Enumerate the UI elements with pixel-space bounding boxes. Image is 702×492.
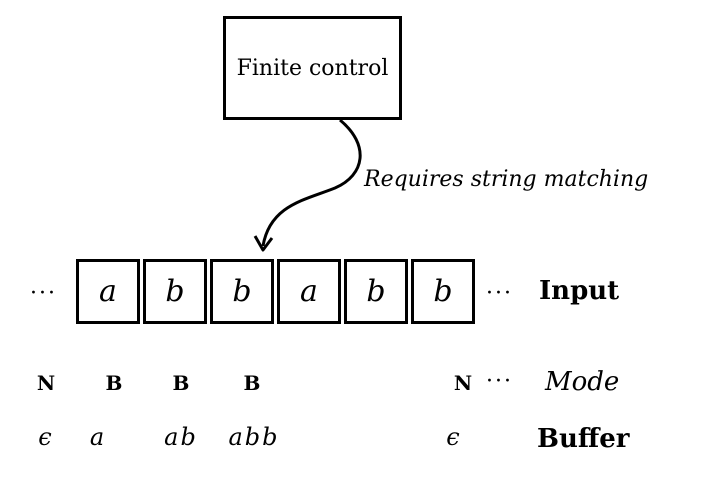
buffer-value: abb — [228, 423, 280, 451]
arrow-curve — [261, 118, 362, 247]
finite-control-label: Finite control — [236, 55, 389, 81]
mode-right-value: N — [453, 371, 473, 395]
tape-cell: a — [277, 259, 341, 324]
tape-cell: b — [143, 259, 207, 324]
mode-right-ellipsis: ··· — [486, 369, 513, 394]
buffer-right-value: ϵ — [446, 423, 462, 451]
tape-cell: a — [76, 259, 140, 324]
mode-value: N — [36, 371, 56, 395]
input-row-label: Input — [539, 276, 620, 306]
buffer-value: a — [89, 423, 107, 451]
tape-left-ellipsis: ··· — [30, 281, 57, 306]
mode-value: B — [172, 371, 190, 395]
mode-value: B — [243, 371, 261, 395]
finite-control-box: Finite control — [223, 16, 402, 120]
tape-cell: b — [344, 259, 408, 324]
tape-cell: b — [210, 259, 274, 324]
arrow-label: Requires string matching — [364, 167, 649, 192]
tape-cell: b — [411, 259, 475, 324]
buffer-row-label: Buffer — [537, 424, 630, 454]
tape-right-ellipsis: ··· — [486, 281, 513, 306]
arrow-head — [253, 235, 274, 252]
buffer-value: ab — [164, 423, 198, 451]
mode-row-label: Mode — [545, 367, 620, 397]
input-tape: a b b a b b — [76, 259, 478, 324]
mode-value: B — [105, 371, 123, 395]
buffer-value: ϵ — [38, 423, 54, 451]
